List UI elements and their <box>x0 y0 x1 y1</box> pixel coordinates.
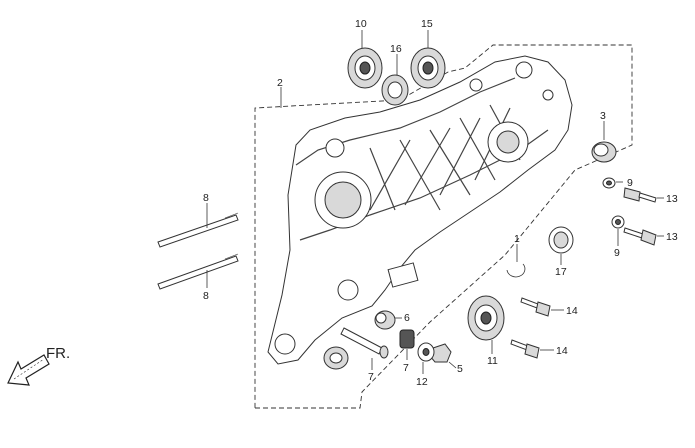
callout-7: 7 <box>368 371 374 383</box>
front-label: FR. <box>46 345 70 362</box>
callout-13-upper: 13 <box>666 193 678 205</box>
assembly-boundary <box>254 44 633 409</box>
callout-2: 2 <box>277 77 283 89</box>
callout-9-upper: 9 <box>627 177 633 189</box>
callout-11: 11 <box>487 355 498 367</box>
callout-9-lower: 9 <box>614 247 620 259</box>
callout-4: 5 <box>457 363 463 375</box>
gasket-17 <box>548 226 574 254</box>
shaft-7 <box>340 327 389 359</box>
bearing-16 <box>381 74 409 106</box>
callout-1: 1 <box>514 233 520 245</box>
spring-6 <box>399 329 415 349</box>
callout-17: 17 <box>555 266 567 278</box>
callout-8-lower: 8 <box>203 290 209 302</box>
bolt-14-upper <box>520 297 551 317</box>
callout-16: 16 <box>390 43 402 55</box>
callout-8-upper: 8 <box>203 192 209 204</box>
circlip-1 <box>506 263 526 278</box>
stud-bolt-8-upper <box>157 212 239 248</box>
callout-14-lower: 14 <box>556 345 568 357</box>
callout-5: 6 <box>404 312 410 324</box>
bearing-15 <box>410 47 446 89</box>
bearing-10 <box>347 47 383 89</box>
callout-12: 12 <box>416 376 428 388</box>
callout-10: 10 <box>355 18 367 30</box>
plug-5 <box>374 310 396 330</box>
bolt-13-lower <box>623 227 657 246</box>
bushing-3 <box>591 141 617 163</box>
left-crankcase <box>267 55 573 365</box>
washer-9-lower <box>611 215 625 229</box>
oil-seal <box>323 346 349 370</box>
bearing-11 <box>467 295 505 341</box>
bolt-13-upper <box>623 187 657 203</box>
callout-3: 3 <box>600 110 606 122</box>
callout-13-lower: 13 <box>666 231 678 243</box>
callout-6: 7 <box>403 362 409 374</box>
callout-14-upper: 14 <box>566 305 578 317</box>
stud-bolt-8-lower <box>157 253 239 290</box>
bolt-14-lower <box>510 339 540 359</box>
washer-12 <box>417 342 435 362</box>
front-direction-arrow-icon <box>7 354 50 386</box>
washer-9-upper <box>602 177 616 189</box>
callout-15: 15 <box>421 18 433 30</box>
